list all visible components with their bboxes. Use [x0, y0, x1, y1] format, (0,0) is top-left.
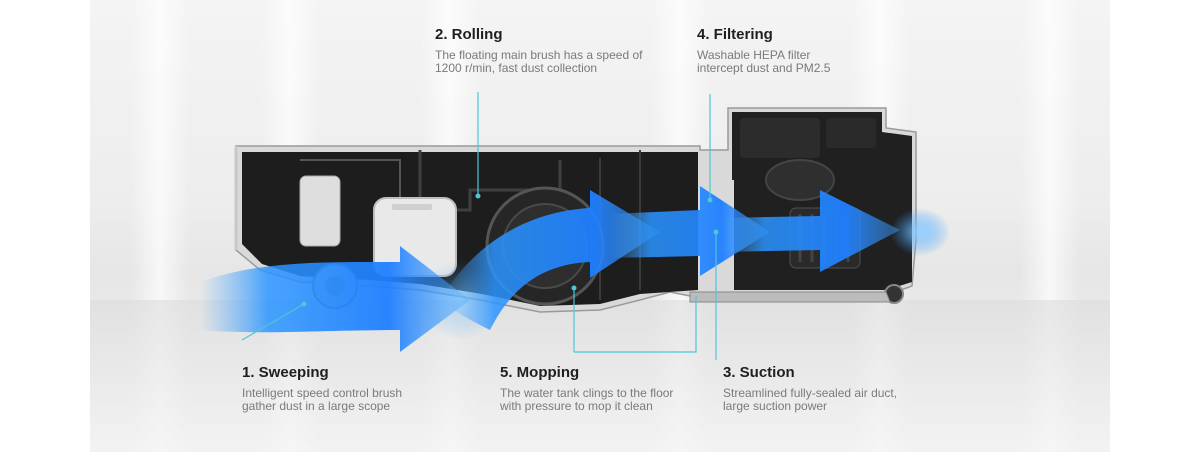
leader-line-mopping — [573, 288, 697, 353]
callout-desc-rolling-line2: 1200 r/min, fast dust collection — [435, 61, 598, 75]
callout-title-rolling: 2. Rolling — [435, 26, 503, 43]
callout-title-mopping: 5. Mopping — [500, 364, 580, 381]
callout-filtering: 4. Filtering Washable HEPA filter interc… — [697, 26, 897, 75]
leader-line-sweeping — [241, 303, 305, 341]
callout-desc-filtering-line1: Washable HEPA filter — [697, 48, 811, 62]
callout-rolling: 2. Rolling The floating main brush has a… — [435, 26, 675, 75]
leader-dot-sweeping — [301, 301, 307, 307]
callout-title-sweeping: 1. Sweeping — [242, 364, 329, 381]
leader-dot-mopping — [571, 285, 577, 291]
leader-dot-rolling — [475, 193, 481, 199]
callout-desc-suction-line2: large suction power — [723, 399, 828, 413]
leader-dot-suction — [713, 229, 719, 235]
callout-desc-sweeping-line2: gather dust in a large scope — [242, 399, 391, 413]
callout-title-filtering: 4. Filtering — [697, 26, 773, 43]
callout-desc-suction-line1: Streamlined fully-sealed air duct, — [723, 386, 898, 400]
callout-mopping: 5. Mopping The water tank clings to the … — [500, 364, 720, 413]
leader-dot-filtering — [707, 197, 713, 203]
callout-desc-mopping-line2: with pressure to mop it clean — [500, 399, 653, 413]
callout-desc-mopping-line1: The water tank clings to the floor — [500, 386, 674, 400]
callout-desc-sweeping-line1: Intelligent speed control brush — [242, 386, 403, 400]
callout-desc-filtering-line2: intercept dust and PM2.5 — [697, 61, 831, 75]
callout-title-suction: 3. Suction — [723, 364, 795, 381]
callout-desc-rolling-line1: The floating main brush has a speed of — [435, 48, 643, 62]
callout-suction: 3. Suction Streamlined fully-sealed air … — [723, 364, 943, 413]
leader-lines — [241, 92, 719, 360]
callout-sweeping: 1. Sweeping Intelligent speed control br… — [242, 364, 462, 413]
